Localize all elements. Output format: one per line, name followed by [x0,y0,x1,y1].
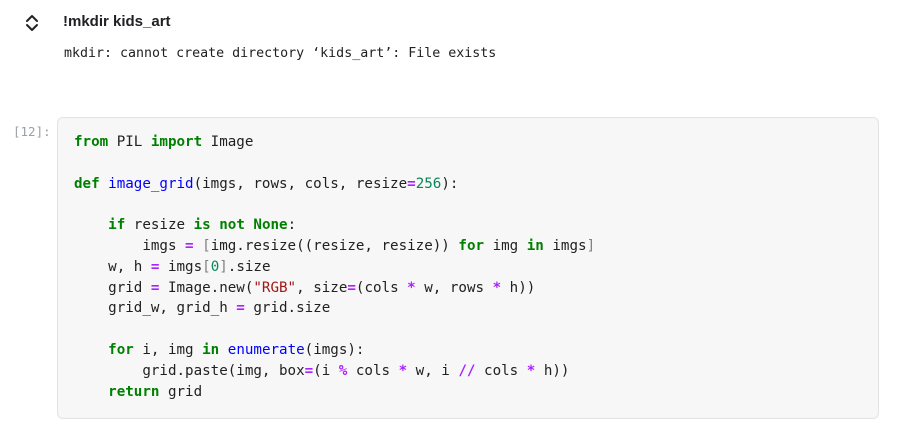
code-token: % [338,362,348,379]
code-token: = [407,175,416,192]
code-token: for [108,341,134,358]
code-token: : [287,217,297,234]
code-token: 0 [210,258,220,275]
code-block[interactable]: from PIL import Image def image_grid(img… [74,132,595,402]
code-token: h)) [535,362,570,379]
code-line: w, h = imgs[0].size [74,257,595,278]
code-token [74,384,108,400]
code-token: for [458,237,485,254]
code-token [211,217,220,233]
code-token: = [236,300,245,317]
code-token: 256 [415,175,442,192]
code-token: grid.paste(img, box [74,362,305,379]
code-token: PIL [108,134,151,150]
code-cell-editor[interactable]: from PIL import Image def image_grid(img… [57,117,879,419]
code-token: [ [202,237,211,254]
code-token: cols [475,362,527,379]
code-token: is [193,217,211,234]
code-token: , size [296,279,348,296]
code-token: grid [159,383,203,400]
code-token: * [492,279,502,296]
code-token: w, i [407,362,459,379]
code-token: "RGB" [253,279,297,296]
code-token: in [202,341,220,358]
code-token: h)) [501,279,536,296]
code-token: if [108,217,126,234]
code-token: = [150,258,160,275]
code-line: imgs = [img.resize((resize, resize)) for… [74,236,595,257]
code-token: None [253,217,288,234]
code-token: image_grid [108,175,194,192]
code-token [74,217,108,233]
code-token: def [74,175,100,192]
code-line [74,319,595,340]
code-token: i, img [133,341,203,358]
cell-heading: !mkdir kids_art [63,13,171,30]
code-token: * [398,362,408,379]
code-token: img.resize((resize, resize)) [210,237,459,254]
code-token: w, h [74,258,151,275]
code-token: ] [586,237,596,254]
code-token: (imgs, rows, cols, resize [193,175,408,192]
code-token: // [458,362,476,379]
code-line: grid.paste(img, box=(i % cols * w, i // … [74,361,595,382]
code-line [74,153,595,174]
code-token [219,342,228,358]
code-token: Image [202,134,254,150]
code-token: img [484,237,527,254]
code-token [194,238,203,254]
code-token: (i [313,362,339,379]
code-token: = [347,279,356,296]
code-token: not [219,217,245,234]
code-token: grid [74,279,151,296]
code-token: (imgs): [304,341,365,358]
code-token [74,342,108,358]
code-line [74,194,595,215]
code-token: return [108,383,160,400]
code-token [100,176,109,192]
code-token: = [185,237,194,254]
code-token: import [150,134,203,150]
code-token: Image.new( [159,279,254,296]
code-token: ): [441,175,459,192]
code-token: enumerate [227,341,305,358]
code-token: imgs [74,237,186,254]
code-token: .size [227,258,271,275]
execution-count: [12]: [13,124,51,139]
code-line: grid = Image.new("RGB", size=(cols * w, … [74,278,595,299]
code-token: = [150,279,160,296]
code-token: w, rows [415,279,493,296]
code-token: grid.size [244,300,331,317]
code-line: for i, img in enumerate(imgs): [74,340,595,361]
code-line: from PIL import Image [74,132,595,153]
code-token: = [304,362,314,379]
code-line: if resize is not None: [74,215,595,236]
code-token: grid_w, grid_h [74,300,237,317]
code-token: from [74,134,109,150]
cell-output-text: mkdir: cannot create directory ‘kids_art… [64,46,497,61]
code-token: in [526,237,544,254]
code-token: imgs [159,258,203,275]
code-line: def image_grid(imgs, rows, cols, resize=… [74,174,595,195]
code-token: * [526,362,536,379]
code-line: return grid [74,382,595,403]
code-token: cols [347,362,399,379]
code-token: * [407,279,416,296]
code-token: imgs [543,237,587,254]
code-token: (cols [355,279,408,296]
code-token: [ [202,258,211,275]
chevron-up-down-icon[interactable] [22,12,42,34]
code-token: resize [125,217,194,234]
code-token: ] [219,258,228,275]
code-line: grid_w, grid_h = grid.size [74,298,595,319]
